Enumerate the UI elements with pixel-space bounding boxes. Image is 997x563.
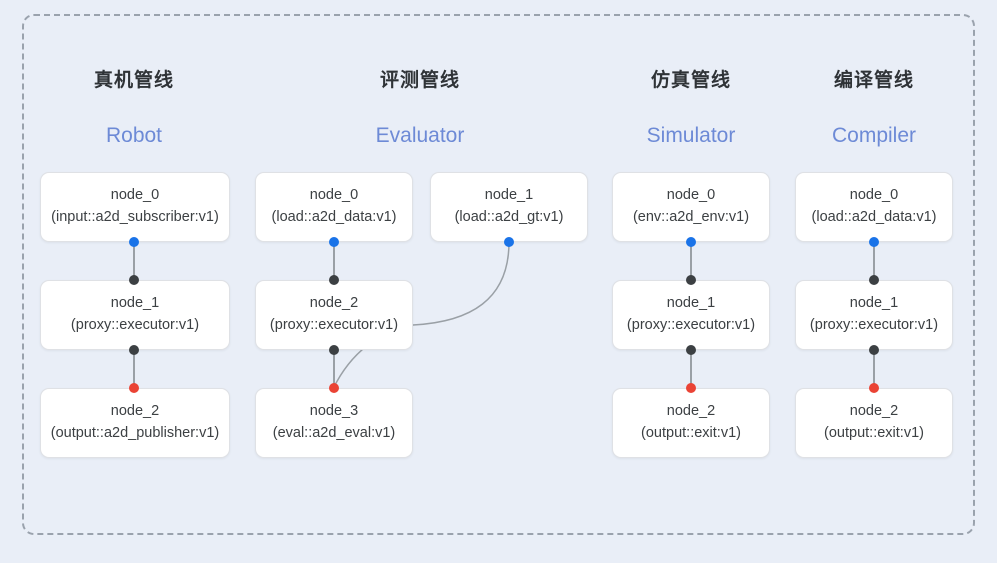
node-name: node_2 <box>309 295 359 312</box>
gt-output-dot <box>504 237 514 247</box>
column-title: 评测管线 <box>379 70 460 91</box>
connector-dot-output <box>129 345 139 355</box>
connector-line <box>333 242 335 280</box>
node-name: node_0 <box>309 187 359 204</box>
node-card[interactable]: node_0(input::a2d_subscriber:v1) <box>40 172 230 242</box>
node-card[interactable]: node_1(proxy::executor:v1) <box>795 280 953 350</box>
node-card[interactable]: node_2(output::a2d_publisher:v1) <box>40 388 230 458</box>
node-card[interactable]: node_1(load::a2d_gt:v1) <box>430 172 588 242</box>
connector-line <box>873 242 875 280</box>
column-title: 仿真管线 <box>650 70 731 91</box>
node-card[interactable]: node_0(load::a2d_data:v1) <box>795 172 953 242</box>
node-spec: (output::exit:v1) <box>824 425 924 441</box>
node-spec: (input::a2d_subscriber:v1) <box>51 209 219 225</box>
connector-dot-output <box>329 345 339 355</box>
connector-dot-output <box>869 345 879 355</box>
connector-line <box>873 350 875 388</box>
column-subtitle: Compiler <box>831 124 917 147</box>
node-card[interactable]: node_3(eval::a2d_eval:v1) <box>255 388 413 458</box>
node-spec: (load::a2d_data:v1) <box>811 209 937 225</box>
column-subtitle: Robot <box>105 124 163 147</box>
connector-dot-input <box>686 383 696 393</box>
node-card[interactable]: node_1(proxy::executor:v1) <box>612 280 770 350</box>
node-name: node_1 <box>849 295 899 312</box>
column-title: 真机管线 <box>93 70 174 91</box>
node-name: node_2 <box>110 403 160 420</box>
connector-dot-input <box>686 275 696 285</box>
node-spec: (proxy::executor:v1) <box>626 317 756 333</box>
node-card[interactable]: node_2(proxy::executor:v1) <box>255 280 413 350</box>
node-card[interactable]: node_2(output::exit:v1) <box>795 388 953 458</box>
node-spec: (proxy::executor:v1) <box>269 317 399 333</box>
connector-dot-output <box>329 237 339 247</box>
node-name: node_1 <box>666 295 716 312</box>
connector-dot-input <box>329 275 339 285</box>
connector-line <box>133 350 135 388</box>
connector-dot-input <box>129 275 139 285</box>
pipeline-frame <box>22 14 975 535</box>
node-card[interactable]: node_1(proxy::executor:v1) <box>40 280 230 350</box>
node-card[interactable]: node_0(load::a2d_data:v1) <box>255 172 413 242</box>
column-subtitle: Evaluator <box>375 124 465 147</box>
connector-dot-output <box>129 237 139 247</box>
node-spec: (proxy::executor:v1) <box>809 317 939 333</box>
node-name: node_1 <box>484 187 534 204</box>
connector-dot-output <box>869 237 879 247</box>
node-spec: (load::a2d_gt:v1) <box>454 209 564 225</box>
node-spec: (output::exit:v1) <box>641 425 741 441</box>
connector-line <box>690 350 692 388</box>
node-spec: (load::a2d_data:v1) <box>271 209 397 225</box>
connector-dot-output <box>686 237 696 247</box>
node-spec: (env::a2d_env:v1) <box>632 209 750 225</box>
node-name: node_2 <box>849 403 899 420</box>
connector-dot-input <box>329 383 339 393</box>
node-name: node_1 <box>110 295 160 312</box>
connector-line <box>690 242 692 280</box>
node-name: node_3 <box>309 403 359 420</box>
node-card[interactable]: node_2(output::exit:v1) <box>612 388 770 458</box>
node-name: node_2 <box>666 403 716 420</box>
connector-dot-input <box>869 275 879 285</box>
node-spec: (eval::a2d_eval:v1) <box>272 425 396 441</box>
node-spec: (proxy::executor:v1) <box>70 317 200 333</box>
column-subtitle: Simulator <box>646 124 736 147</box>
node-name: node_0 <box>110 187 160 204</box>
node-name: node_0 <box>666 187 716 204</box>
connector-dot-output <box>686 345 696 355</box>
node-spec: (output::a2d_publisher:v1) <box>50 425 220 441</box>
column-title: 编译管线 <box>833 70 914 91</box>
connector-dot-input <box>869 383 879 393</box>
node-card[interactable]: node_0(env::a2d_env:v1) <box>612 172 770 242</box>
connector-line <box>133 242 135 280</box>
node-name: node_0 <box>849 187 899 204</box>
connector-dot-input <box>129 383 139 393</box>
